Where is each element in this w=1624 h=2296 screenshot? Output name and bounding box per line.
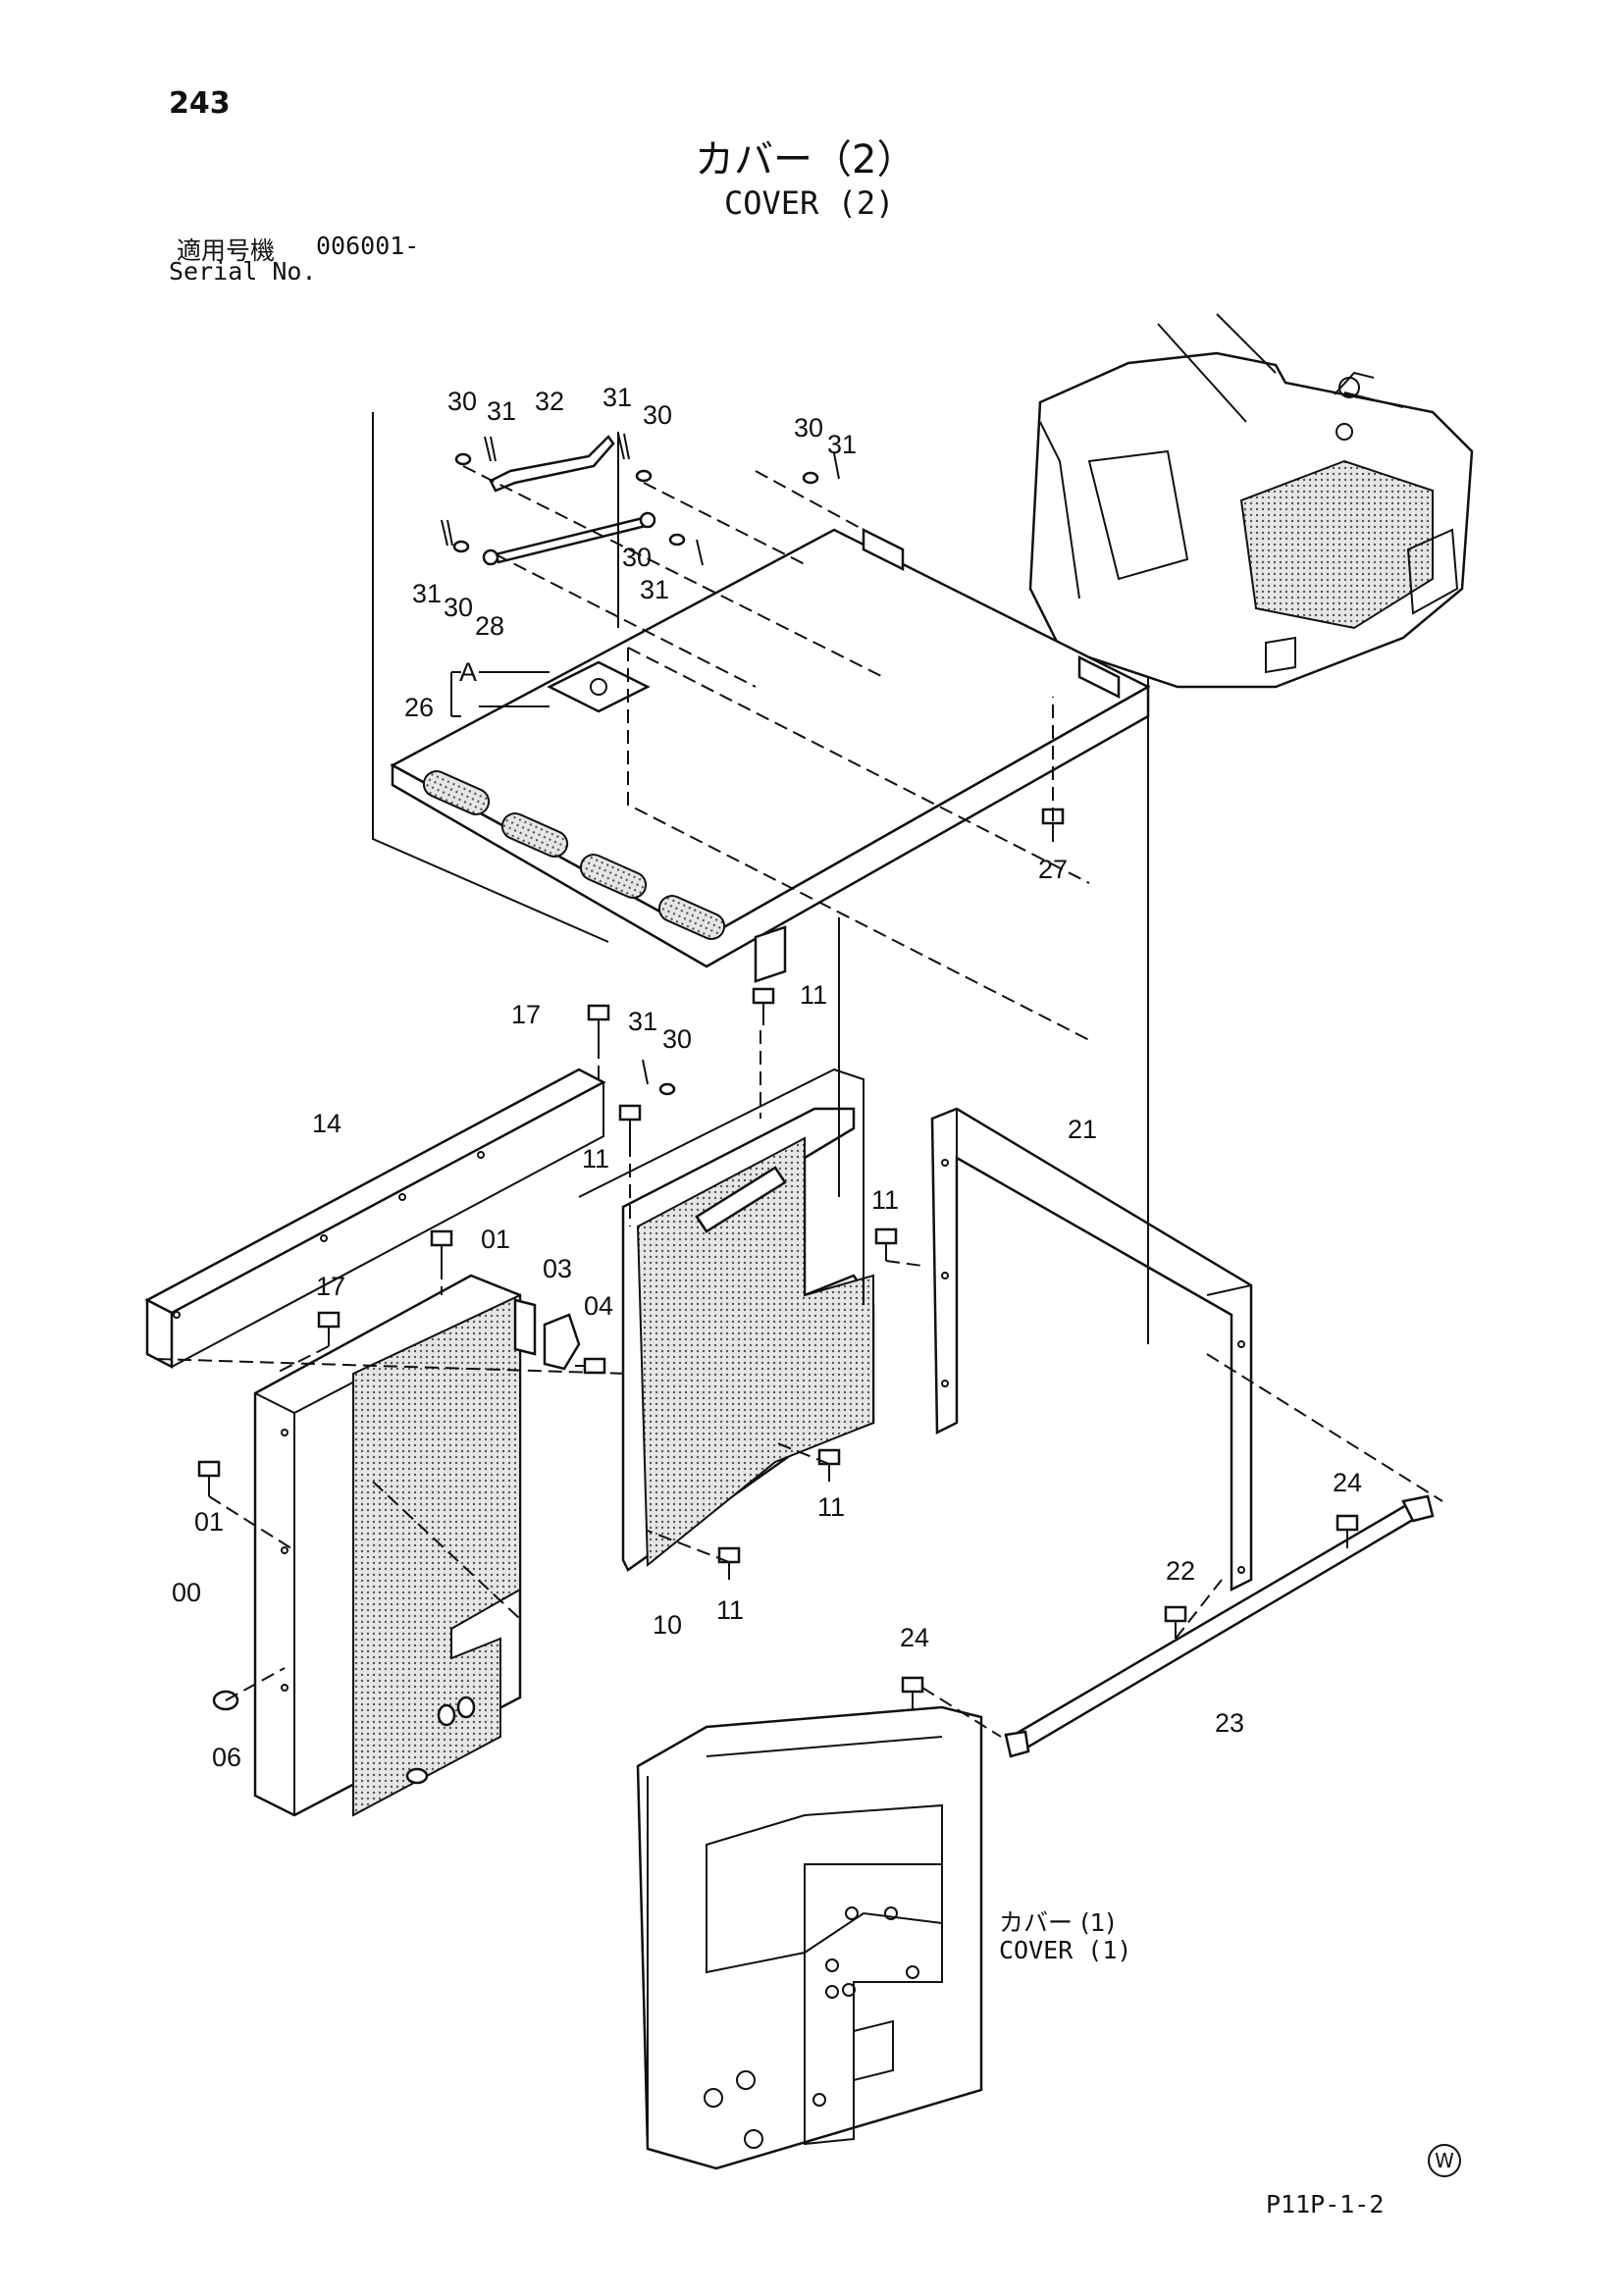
- callout-31-a: 31: [487, 396, 516, 426]
- callout-31-c: 31: [827, 430, 857, 459]
- callout-17-b: 17: [316, 1272, 345, 1301]
- cover-1-reference: [636, 1705, 983, 2170]
- callout-11-c: 11: [871, 1185, 899, 1215]
- reference-label-jp: カバー (1): [999, 1908, 1116, 1937]
- callout-04: 04: [584, 1291, 613, 1321]
- callout-22: 22: [1166, 1556, 1195, 1586]
- page-title-en: COVER (2): [724, 184, 895, 222]
- bolt-11-mid: [618, 1104, 642, 1143]
- stay-32: [489, 435, 615, 493]
- bolt-11-top: [752, 987, 775, 1025]
- callout-17-a: 17: [511, 1000, 541, 1029]
- bracket-03: [543, 1313, 581, 1371]
- callout-01-b: 01: [194, 1507, 224, 1537]
- drawing-code: P11P-1-2: [1266, 2190, 1385, 2218]
- callout-30-f: 30: [662, 1024, 692, 1054]
- view-marker-a: A: [459, 657, 477, 687]
- cover-vent-slots: [422, 770, 726, 940]
- pins-31: [441, 433, 840, 1085]
- frame-14: [144, 1068, 606, 1370]
- panel-10: [578, 1068, 875, 1572]
- bolt-11-right: [874, 1227, 898, 1261]
- page-title-jp: カバー（2）: [695, 137, 917, 183]
- callout-24-b: 24: [900, 1623, 929, 1652]
- serial-label-jp: 適用号機: [177, 236, 276, 265]
- bolt-01-top: [430, 1229, 453, 1266]
- bolts: [197, 808, 1359, 1711]
- callout-24-a: 24: [1333, 1468, 1362, 1497]
- callout-32: 32: [535, 387, 564, 416]
- serial-label-en: Serial No.: [169, 257, 317, 286]
- callout-30-b: 30: [643, 400, 672, 430]
- rod-23: [1004, 1494, 1435, 1758]
- callout-27: 27: [1038, 855, 1068, 884]
- callout-11-b: 11: [582, 1144, 609, 1174]
- callout-30-d: 30: [444, 593, 473, 622]
- bolt-17-left: [317, 1311, 341, 1346]
- callout-11-d: 11: [817, 1492, 845, 1522]
- bolt-24-right: [1336, 1514, 1359, 1548]
- callout-06: 06: [212, 1743, 241, 1772]
- callout-03: 03: [543, 1254, 572, 1283]
- washers-30: [452, 452, 819, 1096]
- bolt-11-bottom: [717, 1546, 741, 1580]
- callout-10: 10: [653, 1610, 682, 1640]
- bolt-04: [575, 1357, 606, 1375]
- bolt-01-left: [197, 1460, 221, 1496]
- gas-strut-28: [482, 511, 656, 566]
- callout-28: 28: [475, 611, 504, 641]
- leader-lines: [156, 412, 1443, 1738]
- callout-labels: 30 31 32 31 30 30 31 31 30 28 30 31 26 2…: [172, 383, 1362, 1772]
- frame-21: [930, 1107, 1253, 1592]
- callout-26: 26: [404, 693, 434, 722]
- page-number: 243: [169, 86, 231, 121]
- bolt-11-low: [817, 1448, 841, 1482]
- serial-value: 006001-: [316, 232, 420, 260]
- bolt-17-top: [587, 1004, 610, 1045]
- callout-31-f: 31: [628, 1007, 657, 1036]
- bolt-22: [1164, 1605, 1187, 1639]
- callout-11-a: 11: [800, 980, 827, 1010]
- callout-31-e: 31: [640, 575, 669, 604]
- callout-00: 00: [172, 1578, 201, 1607]
- callout-30-c: 30: [794, 413, 823, 443]
- top-cover-26: [390, 527, 1151, 1041]
- callout-31-b: 31: [602, 383, 632, 412]
- watermark-symbol: W: [1428, 2144, 1461, 2177]
- callout-14: 14: [312, 1109, 341, 1138]
- callout-01-a: 01: [481, 1225, 510, 1254]
- machine-overview: [1028, 313, 1474, 689]
- callout-23: 23: [1215, 1708, 1244, 1738]
- side-cover-00: [253, 1274, 537, 1817]
- bolt-24-left: [901, 1676, 924, 1709]
- reference-label-en: COVER (1): [999, 1936, 1132, 1964]
- callout-30-e: 30: [622, 543, 652, 572]
- callout-31-d: 31: [412, 579, 442, 608]
- callout-11-e: 11: [716, 1595, 744, 1625]
- callout-21: 21: [1068, 1115, 1097, 1144]
- callout-30-a: 30: [447, 387, 477, 416]
